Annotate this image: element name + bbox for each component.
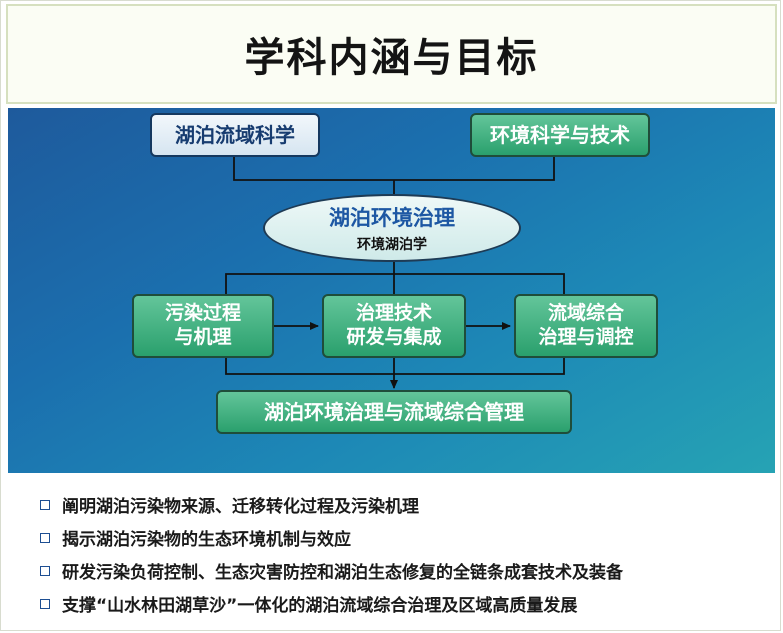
top-join-line: [233, 155, 555, 181]
box-watershed-regulation-line1: 流域综合: [547, 302, 624, 325]
center-oval-title: 湖泊环境治理: [329, 206, 455, 230]
box-watershed-regulation-line2: 治理与调控: [538, 326, 634, 348]
box-pollution-process-line1: 污染过程: [164, 302, 241, 325]
center-oval: 湖泊环境治理 环境湖泊学: [263, 194, 521, 262]
box-lake-watershed-science: 湖泊流域科学: [150, 113, 320, 157]
page-title: 学科内涵与目标: [244, 35, 539, 81]
box-treatment-technology-line1: 治理技术: [355, 302, 432, 325]
center-oval-subtitle: 环境湖泊学: [357, 237, 427, 253]
goal-item: 支撑“山水林田湖草沙”一体化的湖泊流域综合治理及区域高质量发展: [40, 587, 623, 620]
box-pollution-process-line2: 与机理: [174, 326, 232, 348]
box-integrated-management: 湖泊环境治理与流域综合管理: [216, 390, 572, 434]
bullet-square-icon: [40, 532, 50, 543]
goal-text: 研发污染负荷控制、生态灾害防控和湖泊生态修复的全链条成套技术及装备: [62, 563, 623, 583]
box-environmental-science-technology: 环境科学与技术: [470, 113, 650, 157]
bullet-square-icon: [40, 598, 50, 609]
bullet-square-icon: [40, 499, 50, 510]
goal-item: 阐明湖泊污染物来源、迁移转化过程及污染机理: [40, 488, 623, 521]
bullet-square-icon: [40, 565, 50, 576]
goal-text: 支撑“山水林田湖草沙”一体化的湖泊流域综合治理及区域高质量发展: [62, 596, 578, 616]
goal-text: 阐明湖泊污染物来源、迁移转化过程及污染机理: [62, 497, 419, 517]
merge-line: [225, 358, 565, 375]
box-treatment-technology: 治理技术 研发与集成: [322, 294, 466, 358]
box-treatment-technology-line2: 研发与集成: [346, 326, 442, 348]
concept-diagram: 湖泊流域科学 环境科学与技术 湖泊环境治理 环境湖泊学 污染过程 与机理 治理技…: [8, 108, 775, 473]
goals-list: 阐明湖泊污染物来源、迁移转化过程及污染机理 揭示湖泊污染物的生态环境机制与效应 …: [40, 488, 623, 620]
connector-lines: [225, 155, 565, 389]
title-bar: 学科内涵与目标: [6, 4, 777, 104]
goal-text: 揭示湖泊污染物的生态环境机制与效应: [62, 530, 351, 550]
split-line: [225, 273, 565, 294]
goal-item: 研发污染负荷控制、生态灾害防控和湖泊生态修复的全链条成套技术及装备: [40, 554, 623, 587]
box-pollution-process: 污染过程 与机理: [132, 294, 274, 358]
goal-item: 揭示湖泊污染物的生态环境机制与效应: [40, 521, 623, 554]
box-watershed-regulation: 流域综合 治理与调控: [514, 294, 658, 358]
